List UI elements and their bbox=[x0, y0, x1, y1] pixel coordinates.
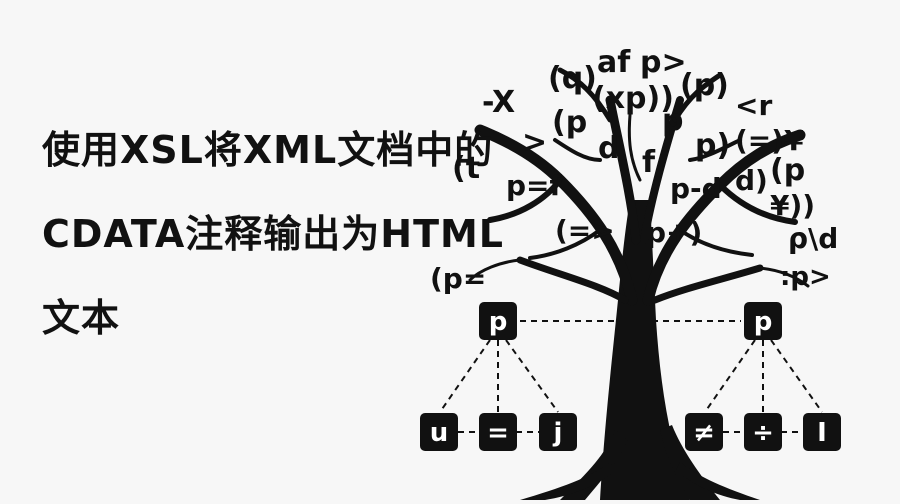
diagram-node-right-child: I bbox=[803, 413, 841, 451]
symbol: p-d bbox=[670, 172, 722, 205]
node-label: = bbox=[487, 418, 509, 448]
node-label: ÷ bbox=[752, 418, 774, 448]
node-label: j bbox=[553, 418, 563, 448]
diagram-node-right-parent: p bbox=[744, 302, 782, 340]
symbol: p+) bbox=[646, 216, 702, 249]
symbol: (p bbox=[770, 153, 805, 188]
node-label: u bbox=[430, 418, 449, 448]
symbol: <r bbox=[735, 89, 772, 122]
node-label: p bbox=[754, 307, 773, 337]
symbol: p bbox=[662, 103, 683, 138]
symbol: d bbox=[598, 131, 619, 166]
symbol: > bbox=[522, 125, 547, 160]
symbol: (xp)) bbox=[592, 81, 674, 116]
symbol-cloud: (q) af p> (p) -X (xp)) > p <r (=)¥ (p d … bbox=[430, 45, 838, 295]
symbol: (p) bbox=[680, 68, 729, 103]
title-line: 文本 bbox=[42, 296, 121, 340]
node-label: ≠ bbox=[693, 418, 715, 448]
diagram-node-right-child: ≠ bbox=[685, 413, 723, 451]
symbol: (=)¥ bbox=[735, 124, 804, 157]
symbol: af bbox=[597, 45, 631, 80]
symbol: (t bbox=[452, 151, 480, 186]
symbol: ¥)) bbox=[770, 189, 815, 222]
node-label: p bbox=[489, 307, 508, 337]
symbol: (q) bbox=[548, 61, 597, 96]
symbol: :p> bbox=[780, 262, 831, 292]
diagram-node-left-child: = bbox=[479, 413, 517, 451]
article-title: 使用XSL将XML文档中的 CDATA注释输出为HTML 文本 bbox=[42, 108, 522, 360]
symbol: p=f bbox=[506, 169, 563, 202]
title-line: 使用XSL将XML文档中的 bbox=[42, 128, 494, 172]
tree-branches bbox=[468, 67, 810, 306]
symbol: ρ\d bbox=[788, 222, 838, 255]
symbol: (p bbox=[552, 105, 587, 140]
diagram-connectors bbox=[439, 320, 823, 433]
symbol: f bbox=[642, 145, 656, 180]
diagram-node-left-child: u bbox=[420, 413, 458, 451]
diagram-node-left-parent: p bbox=[479, 302, 517, 340]
node-label: I bbox=[817, 418, 827, 448]
symbol: -X bbox=[482, 85, 515, 120]
title-line: CDATA注释输出为HTML bbox=[42, 212, 505, 256]
diagram-node-right-child: ÷ bbox=[744, 413, 782, 451]
symbol: p) bbox=[695, 128, 730, 163]
symbol: (p= bbox=[430, 262, 486, 295]
symbol: (=> bbox=[555, 214, 615, 247]
diagram-node-left-child: j bbox=[539, 413, 577, 451]
symbol: d) bbox=[735, 164, 768, 197]
symbol: p> bbox=[640, 45, 687, 80]
